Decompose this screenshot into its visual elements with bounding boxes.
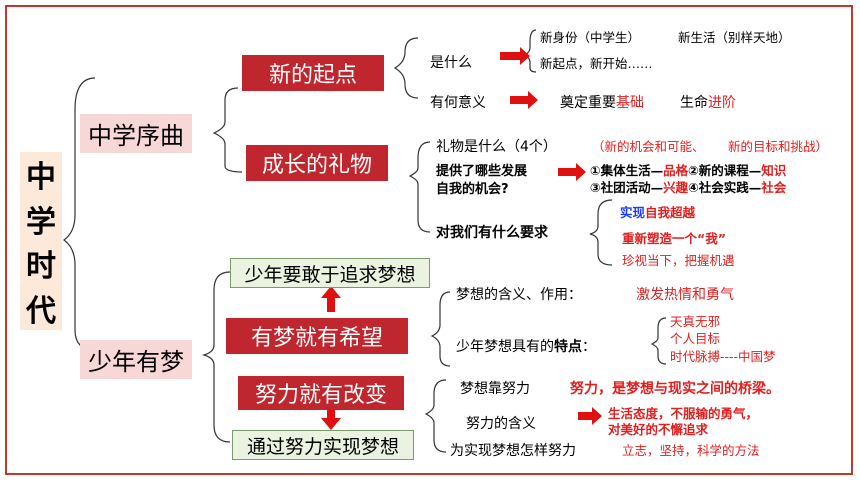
node-dream-hope: 有梦就有希望 — [226, 318, 408, 354]
q-effort-meaning: 努力的含义 — [466, 416, 536, 432]
diagram-frame — [5, 5, 853, 475]
answer-dream-meaning: 激发热情和勇气 — [636, 287, 734, 303]
q-opportunities-1: 提供了哪些发展 — [436, 164, 528, 179]
q-dream-effort: 梦想靠努力 — [460, 381, 530, 397]
answer-highlight: 基础 — [616, 95, 644, 111]
root-char: 代 — [26, 293, 56, 329]
answer-new-life: 新生活（别样天地） — [678, 30, 791, 45]
answer-text: 奠定重要 — [560, 95, 616, 111]
node-effort-change: 努力就有改变 — [238, 376, 404, 410]
opp-highlight: 社会 — [761, 180, 787, 195]
opportunities-line-1: ①集体生活—品格②新的课程—知识 — [590, 160, 786, 179]
req-3: 珍视当下，把握机遇 — [622, 253, 735, 268]
answer-new-beginning: 新起点，新开始…… — [540, 56, 653, 71]
trait-1: 天真无邪 — [670, 314, 721, 329]
q-dream-meaning: 梦想的含义、作用： — [456, 287, 582, 303]
trait-2: 个人目标 — [670, 331, 721, 346]
answer-gift-1: （新的机会和可能、 — [592, 139, 705, 154]
q-what-gift: 礼物是什么（4个） — [436, 139, 557, 155]
section1-title: 中学序曲 — [80, 114, 192, 153]
opportunities-line-2: ③社团活动—兴趣④社会实践—社会 — [590, 177, 786, 196]
answer-dream-effort: 努力，是梦想与现实之间的桥梁。 — [570, 381, 780, 397]
opp-highlight: 知识 — [761, 163, 787, 178]
q-dream-traits: 少年梦想具有的特点： — [456, 336, 596, 356]
opp-text: ②新的课程— — [688, 163, 762, 178]
opp-text: ③社团活动— — [590, 180, 664, 195]
q-what-is: 是什么 — [430, 55, 472, 71]
q-text: 少年梦想具有的 — [456, 339, 554, 355]
effort-meaning-2: 对美好的不懈追求 — [608, 422, 709, 437]
q-opportunities-2: 自我的机会? — [436, 182, 509, 197]
req-2: 重新塑造一个“我” — [622, 231, 726, 246]
opp-text: ①集体生活— — [590, 163, 664, 178]
opp-highlight: 品格 — [663, 163, 689, 178]
req-blue: 实现 — [620, 205, 646, 220]
answer-gift-2: 新的目标和挑战） — [728, 139, 829, 154]
opp-text: ④社会实践— — [688, 180, 762, 195]
opp-highlight: 兴趣 — [663, 180, 689, 195]
trait-3: 时代脉搏----中国梦 — [670, 349, 776, 364]
q-requirements: 对我们有什么要求 — [436, 225, 548, 241]
q-significance: 有何意义 — [430, 95, 486, 111]
section2-title: 少年有梦 — [80, 340, 192, 379]
node-new-start: 新的起点 — [242, 55, 384, 91]
box-pursue-dream: 少年要敢于追求梦想 — [230, 258, 430, 288]
req-red: 自我超越 — [645, 205, 696, 220]
box-achieve-dream: 通过努力实现梦想 — [232, 430, 414, 460]
q-how-effort: 为实现梦想怎样努力 — [450, 443, 576, 459]
answer-highlight: 进阶 — [708, 95, 736, 111]
answer-foundation: 奠定重要基础 — [560, 92, 644, 112]
root-char: 学 — [26, 204, 56, 240]
root-char: 中 — [26, 160, 56, 196]
effort-meaning-1: 生活态度，不服输的勇气， — [608, 406, 759, 421]
q-bold: 特点 — [554, 339, 582, 355]
answer-how-effort: 立志，坚持，科学的方法 — [622, 443, 760, 458]
req-1: 实现自我超越 — [620, 202, 695, 221]
node-growth-gift: 成长的礼物 — [246, 145, 388, 181]
answer-advance: 生命进阶 — [680, 92, 736, 112]
root-char: 时 — [26, 249, 56, 285]
answer-text: 生命 — [680, 95, 708, 111]
q-text: ： — [582, 339, 596, 355]
root-node: 中 学 时 代 — [20, 152, 62, 330]
answer-new-identity: 新身份（中学生） — [540, 30, 641, 45]
